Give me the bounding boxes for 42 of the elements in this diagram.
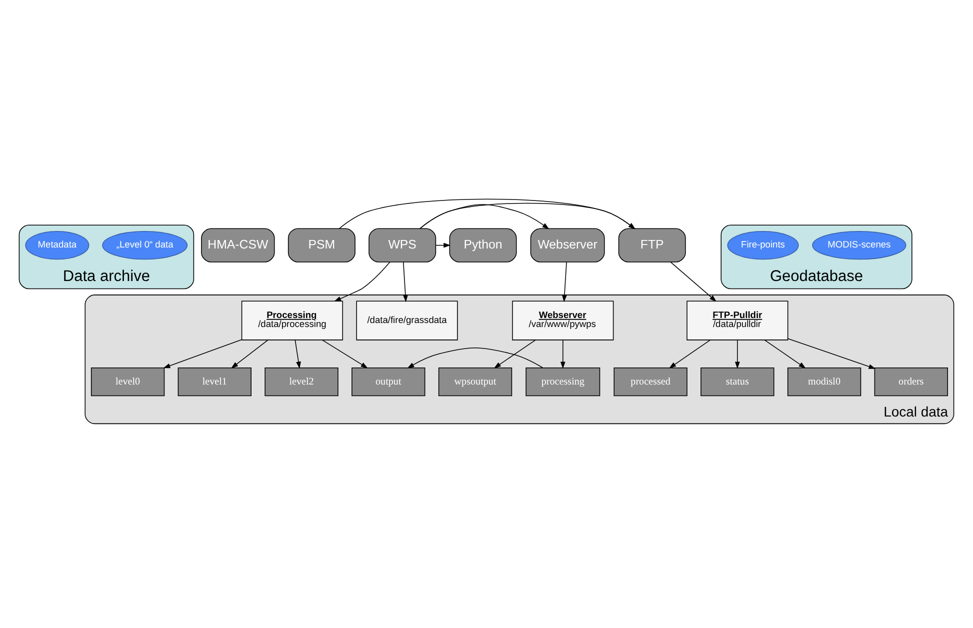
- arrow: [669, 339, 711, 368]
- node-box: orders: [874, 366, 948, 396]
- node-box: output: [352, 366, 426, 396]
- node-box: WPS: [368, 228, 436, 262]
- node-box: Webserver: [530, 228, 605, 262]
- node-box: processing: [526, 366, 600, 396]
- arrow: [322, 339, 368, 368]
- node-box: HMA-CSW: [201, 228, 275, 262]
- node-box: status: [700, 366, 774, 396]
- node-box: PSM: [288, 228, 356, 262]
- arrow: [560, 339, 566, 368]
- arrow: [163, 338, 242, 368]
- node-box: modisl0: [787, 366, 862, 396]
- arrow: [670, 261, 716, 302]
- node-box: Processing /data/processing: [241, 300, 344, 340]
- arrow: [734, 339, 740, 368]
- arrow: [562, 261, 567, 302]
- node-box: wpsoutput: [438, 366, 512, 396]
- arrow: [334, 261, 390, 302]
- arrow: [294, 339, 301, 368]
- arrow: [420, 204, 550, 229]
- arrow: [407, 346, 544, 368]
- node-box: FTP: [618, 228, 686, 262]
- arrow: [420, 202, 636, 229]
- node-ellipse: MODIS-scenes: [812, 230, 906, 260]
- node-box: /data/fire/grassdata: [356, 300, 458, 340]
- node-box: Python: [449, 228, 517, 262]
- arrow: [788, 338, 876, 368]
- node-box: level0: [90, 366, 165, 396]
- arrow: [338, 198, 636, 229]
- node-ellipse: Fire-points: [727, 230, 799, 260]
- node-ellipse: Metadata: [25, 230, 90, 260]
- node-ellipse: „Level 0“ data: [102, 230, 188, 260]
- node-box: level1: [178, 366, 252, 396]
- node-box: FTP-Pulldir /data/pulldir: [686, 300, 788, 340]
- node-box: processed: [614, 366, 688, 396]
- node-box: Webserver /var/www/pywps: [512, 300, 614, 340]
- arrow: [764, 339, 806, 368]
- arrow: [402, 261, 408, 302]
- node-box: level2: [264, 366, 338, 396]
- arrow: [231, 339, 268, 368]
- arrow: [494, 339, 536, 368]
